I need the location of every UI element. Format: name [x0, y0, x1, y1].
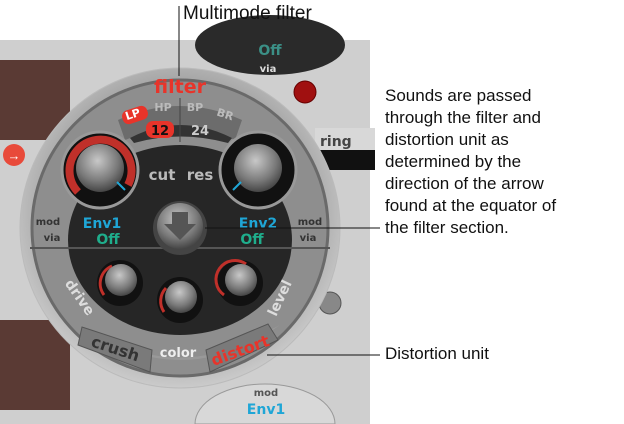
routing-description-callout: Sounds are passed through the filter and…: [385, 85, 556, 239]
description-line: distortion unit as: [385, 130, 509, 149]
down-arrow-icon: [164, 212, 196, 240]
description-line: determined by the: [385, 152, 522, 171]
description-line: the filter section.: [385, 218, 509, 237]
res-via-value[interactable]: Off: [240, 232, 264, 248]
description-line: Sounds are passed: [385, 86, 532, 105]
distortion-unit-callout: Distortion unit: [385, 344, 489, 363]
ring-label: ring: [320, 134, 352, 150]
description-line: direction of the arrow: [385, 174, 544, 193]
slope-24[interactable]: 24: [191, 124, 209, 139]
filter-routing-button[interactable]: [153, 201, 207, 255]
mod-right-label: mod: [298, 217, 322, 228]
slope-12[interactable]: 12: [151, 124, 169, 139]
right-arrow-icon: →: [8, 148, 21, 163]
mode-hp[interactable]: HP: [154, 101, 171, 114]
res-mod-source[interactable]: Env2: [239, 216, 277, 232]
filter-title: filter: [154, 76, 207, 98]
color-label: color: [160, 346, 197, 361]
bottom-env-value: Env1: [247, 402, 285, 418]
cut-mod-source[interactable]: Env1: [83, 216, 121, 232]
color-knob[interactable]: [157, 277, 203, 323]
input-arrow-button[interactable]: [3, 144, 25, 166]
cut-via-value[interactable]: Off: [96, 232, 120, 248]
bottom-mod-label: mod: [254, 388, 278, 399]
res-label: res: [187, 166, 214, 184]
bottom-mod-display: [194, 383, 336, 424]
left-wood-panel-bottom: [0, 320, 70, 410]
description-line: through the filter and: [385, 108, 541, 127]
top-off-value: Off: [258, 43, 282, 59]
mode-lp[interactable]: LP: [124, 106, 142, 123]
description-line: found at the equator of: [385, 196, 557, 215]
top-mod-display: [195, 15, 345, 75]
resonance-knob[interactable]: [218, 130, 298, 210]
cutoff-knob[interactable]: [60, 130, 140, 210]
via-left-label: via: [44, 233, 61, 244]
multimode-filter-callout: Multimode filter: [183, 3, 312, 24]
cut-label: cut: [149, 166, 176, 184]
mod-left-label: mod: [36, 217, 60, 228]
slope-12-highlight: [146, 121, 174, 138]
mode-lp-highlight: [122, 105, 148, 125]
red-toggle-button[interactable]: [293, 80, 317, 104]
level-knob[interactable]: [214, 259, 263, 306]
mode-bp[interactable]: BP: [187, 101, 203, 114]
mode-br[interactable]: BR: [215, 106, 236, 124]
top-via-label: via: [260, 64, 277, 75]
via-right-label: via: [300, 233, 317, 244]
drive-knob[interactable]: [97, 260, 143, 306]
